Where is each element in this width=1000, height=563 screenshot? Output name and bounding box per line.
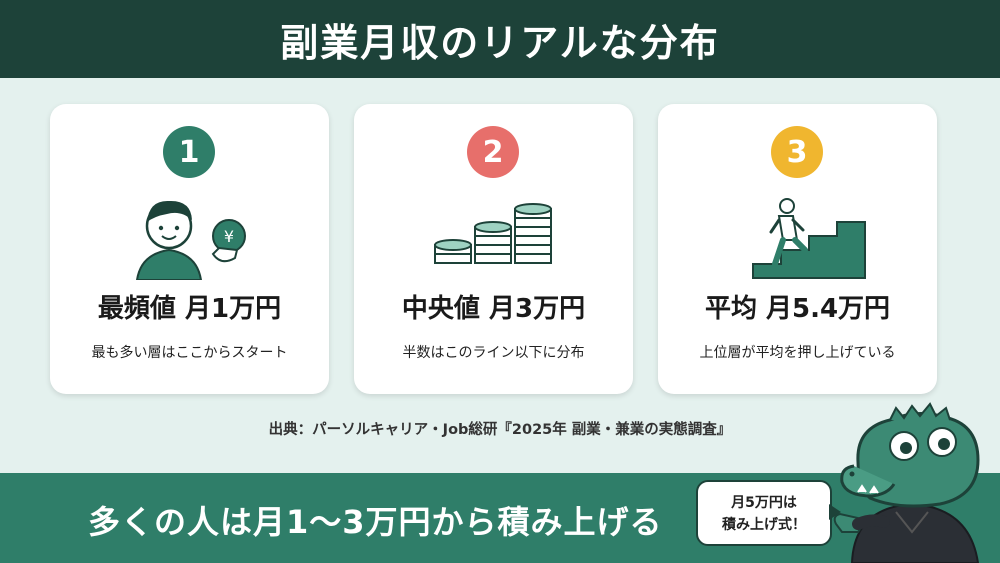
card-median: 2 中央値 月3万円 半数はこのライン以下に分布 (354, 104, 633, 394)
person-climbing-stairs-icon (752, 198, 866, 279)
number-badge-1: 1 (163, 126, 215, 178)
stat-mode: 最頻値 月1万円 (97, 294, 282, 324)
number-badge-2: 2 (467, 126, 519, 178)
bottom-message: 多くの人は月1〜3万円から積み上げる (88, 503, 663, 541)
bottom-banner: 多くの人は月1〜3万円から積み上げる (0, 473, 1000, 563)
bubble-line-1: 月5万円は (731, 495, 797, 511)
stat-average: 平均 月5.4万円 (704, 294, 891, 324)
number-badge-3: 3 (771, 126, 823, 178)
coin-stacks-icon (434, 203, 552, 264)
stat-median: 中央値 月3万円 (401, 294, 586, 324)
svg-text:¥: ¥ (224, 227, 234, 246)
card-average: 3 平均 月5.4万円 上位層が平均を押し上げている (658, 104, 937, 394)
desc-mode: 最も多い層はここからスタート (91, 345, 288, 361)
speech-bubble: 月5万円は 積み上げ式！ (696, 480, 832, 546)
bubble-line-2: 積み上げ式！ (722, 517, 806, 533)
header-bar: 副業月収のリアルな分布 (0, 0, 1000, 78)
person-holding-yen-coin-icon: ¥ (135, 200, 246, 280)
desc-average: 上位層が平均を押し上げている (699, 345, 896, 361)
page-title: 副業月収のリアルな分布 (280, 20, 720, 65)
source-citation: 出典：パーソルキャリア・Job総研『2025年 副業・兼業の実態調査』 (268, 422, 732, 438)
desc-median: 半数はこのライン以下に分布 (402, 345, 585, 361)
card-mode: 1 ¥ 最頻値 月1万円 最も多い層はここからスタート (50, 104, 329, 394)
crocodile-mascot-icon (833, 402, 980, 563)
